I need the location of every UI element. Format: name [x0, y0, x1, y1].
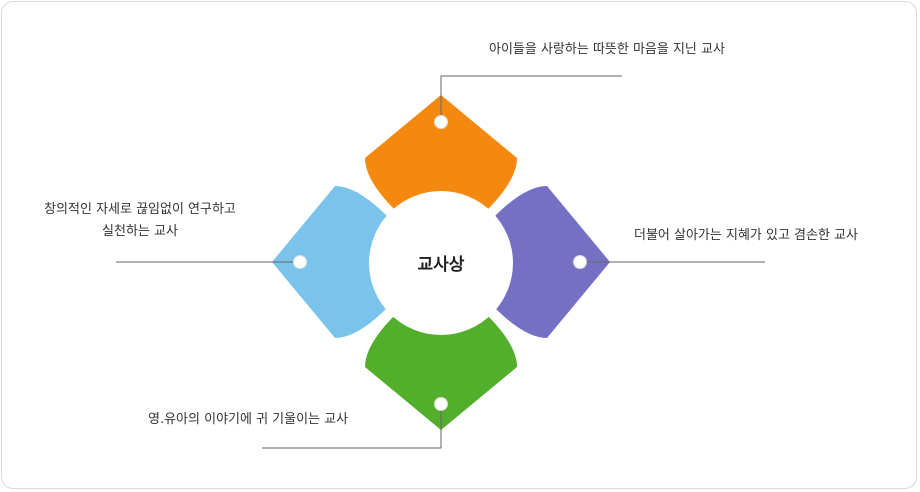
- petal-top: [365, 95, 517, 233]
- petal-right: [472, 186, 610, 338]
- label-right: 더불어 살아가는 지혜가 있고 겸손한 교사: [634, 228, 858, 243]
- center-title: 교사상: [418, 255, 465, 275]
- dot-right: [573, 255, 587, 269]
- petal-left: [272, 186, 410, 338]
- label-left: 창의적인 자세로 끊임없이 연구하고 실천하는 교사: [30, 199, 250, 243]
- connector-bottom: [262, 404, 442, 449]
- label-bottom: 영.유아의 이야기에 귀 기울이는 교사: [148, 412, 349, 427]
- label-left-line1: 창의적인 자세로 끊임없이 연구하고: [44, 202, 236, 217]
- center-circle: [369, 191, 513, 335]
- dot-top: [434, 115, 448, 129]
- dot-bottom: [434, 397, 448, 411]
- label-left-line2: 실천하는 교사: [102, 224, 178, 239]
- dot-left: [293, 255, 307, 269]
- label-top: 아이들을 사랑하는 따뜻한 마음을 지닌 교사: [489, 42, 725, 57]
- petal-bottom: [365, 292, 517, 430]
- connector-top: [440, 75, 622, 122]
